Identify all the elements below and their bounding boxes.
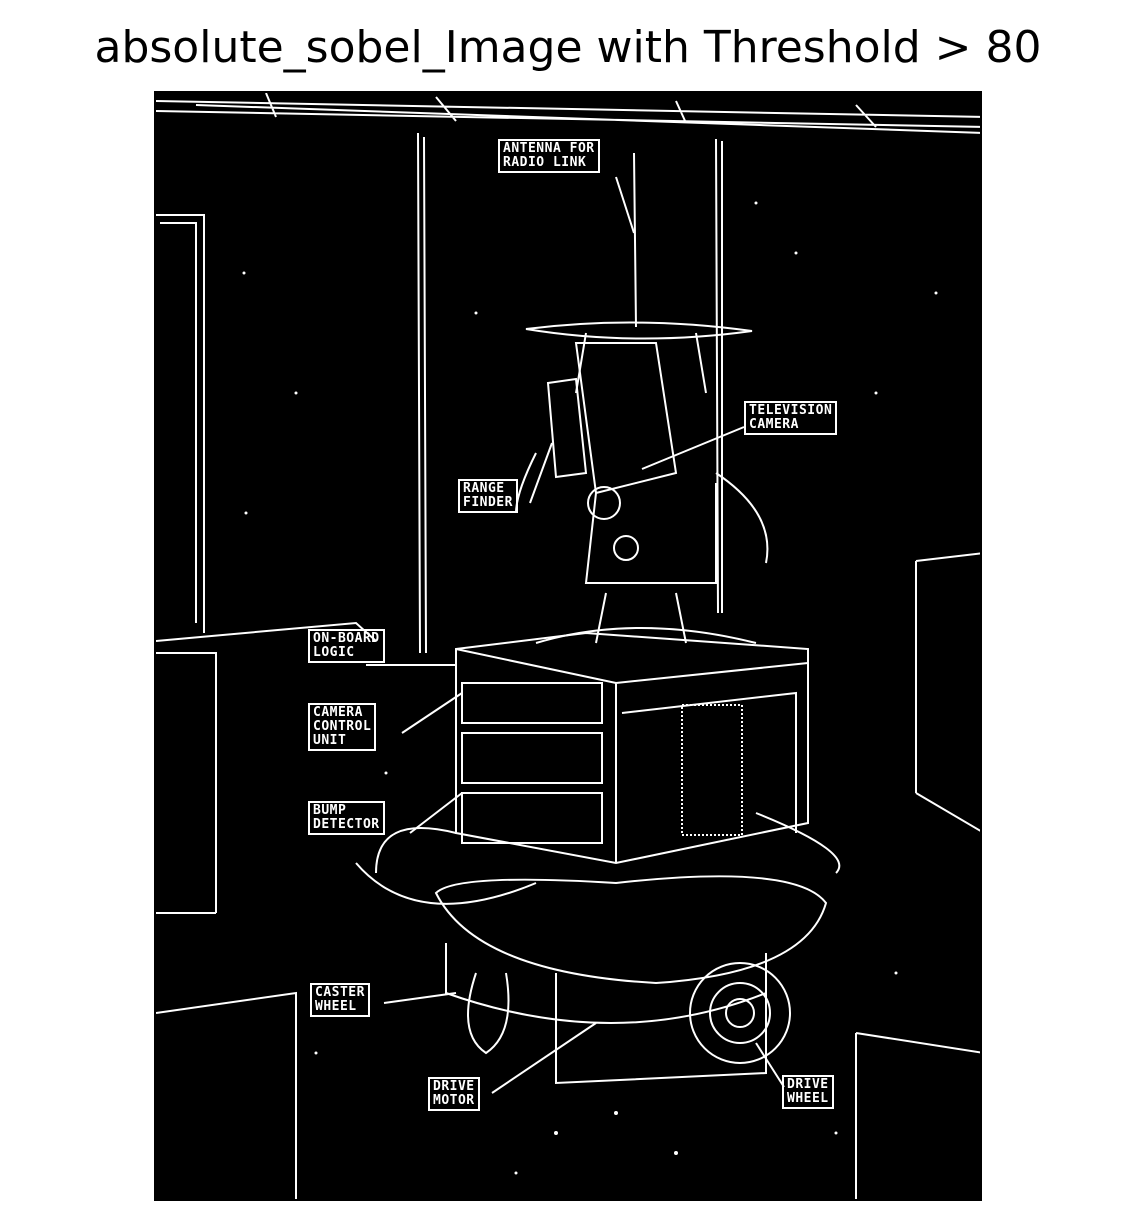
label-caster-wheel: CASTER WHEEL <box>310 983 370 1017</box>
caster-wheel <box>467 972 510 1055</box>
label-camera-control-unit: CAMERA CONTROL UNIT <box>308 703 377 751</box>
ceiling-grid <box>156 93 980 134</box>
cables <box>355 812 841 905</box>
camera-head <box>515 342 769 584</box>
image-frame: ANTENNA FOR RADIO LINK TELEVISION CAMERA… <box>154 91 982 1201</box>
label-bump-detector: BUMP DETECTOR <box>308 801 385 835</box>
body-box <box>455 631 809 865</box>
label-television-camera: TELEVISION CAMERA <box>744 401 838 435</box>
wall-edges <box>156 132 980 1199</box>
edge-image <box>156 93 980 1199</box>
label-drive-wheel: DRIVE WHEEL <box>782 1075 834 1109</box>
label-drive-motor: DRIVE MOTOR <box>428 1077 480 1111</box>
label-range-finder: RANGE FINDER <box>458 479 518 513</box>
speckle-noise <box>242 201 938 1175</box>
antenna <box>525 152 753 394</box>
figure-title: absolute_sobel_Image with Threshold > 80 <box>94 22 1042 73</box>
leader-lines <box>366 176 785 1094</box>
drive-wheel <box>689 962 791 1064</box>
base-platform <box>434 875 828 1085</box>
label-on-board-logic: ON-BOARD LOGIC <box>308 629 385 663</box>
label-antenna: ANTENNA FOR RADIO LINK <box>498 139 600 173</box>
